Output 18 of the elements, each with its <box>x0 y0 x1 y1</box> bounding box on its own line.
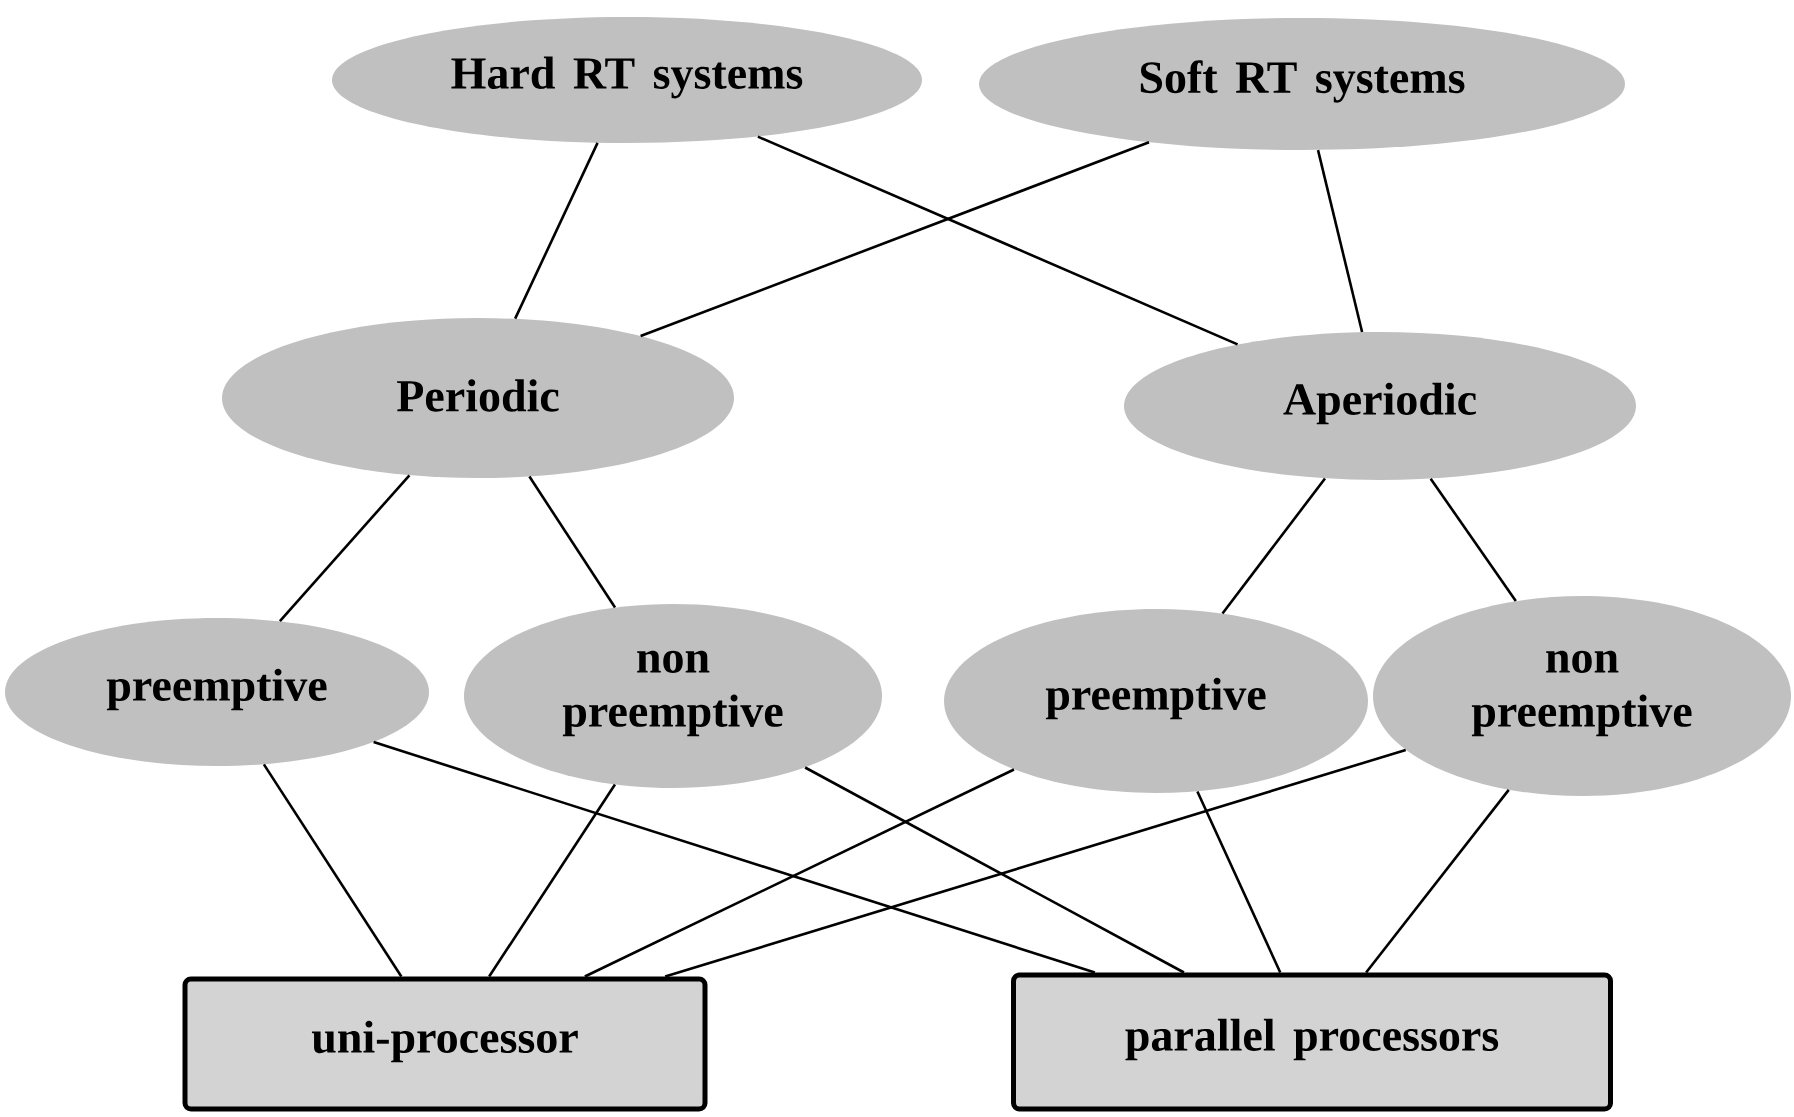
connector-line <box>262 763 403 978</box>
connector-line <box>584 768 1015 978</box>
connector-line <box>278 474 411 622</box>
connector-line <box>640 141 1150 338</box>
connector-line <box>1196 790 1282 974</box>
connector-line <box>804 766 1185 974</box>
connector-line <box>664 748 1407 978</box>
connector-line <box>757 135 1239 346</box>
connector-line <box>514 142 599 320</box>
connector-line <box>373 740 1096 974</box>
connector-line <box>1316 149 1364 333</box>
processor-box: parallel processors <box>1011 972 1613 1112</box>
connector-line <box>1221 477 1327 615</box>
processor-box: uni-processor <box>182 976 708 1112</box>
connector-line <box>488 783 617 978</box>
connector-line <box>1365 789 1510 974</box>
connector-line <box>1429 478 1517 602</box>
connector-line <box>528 475 617 609</box>
